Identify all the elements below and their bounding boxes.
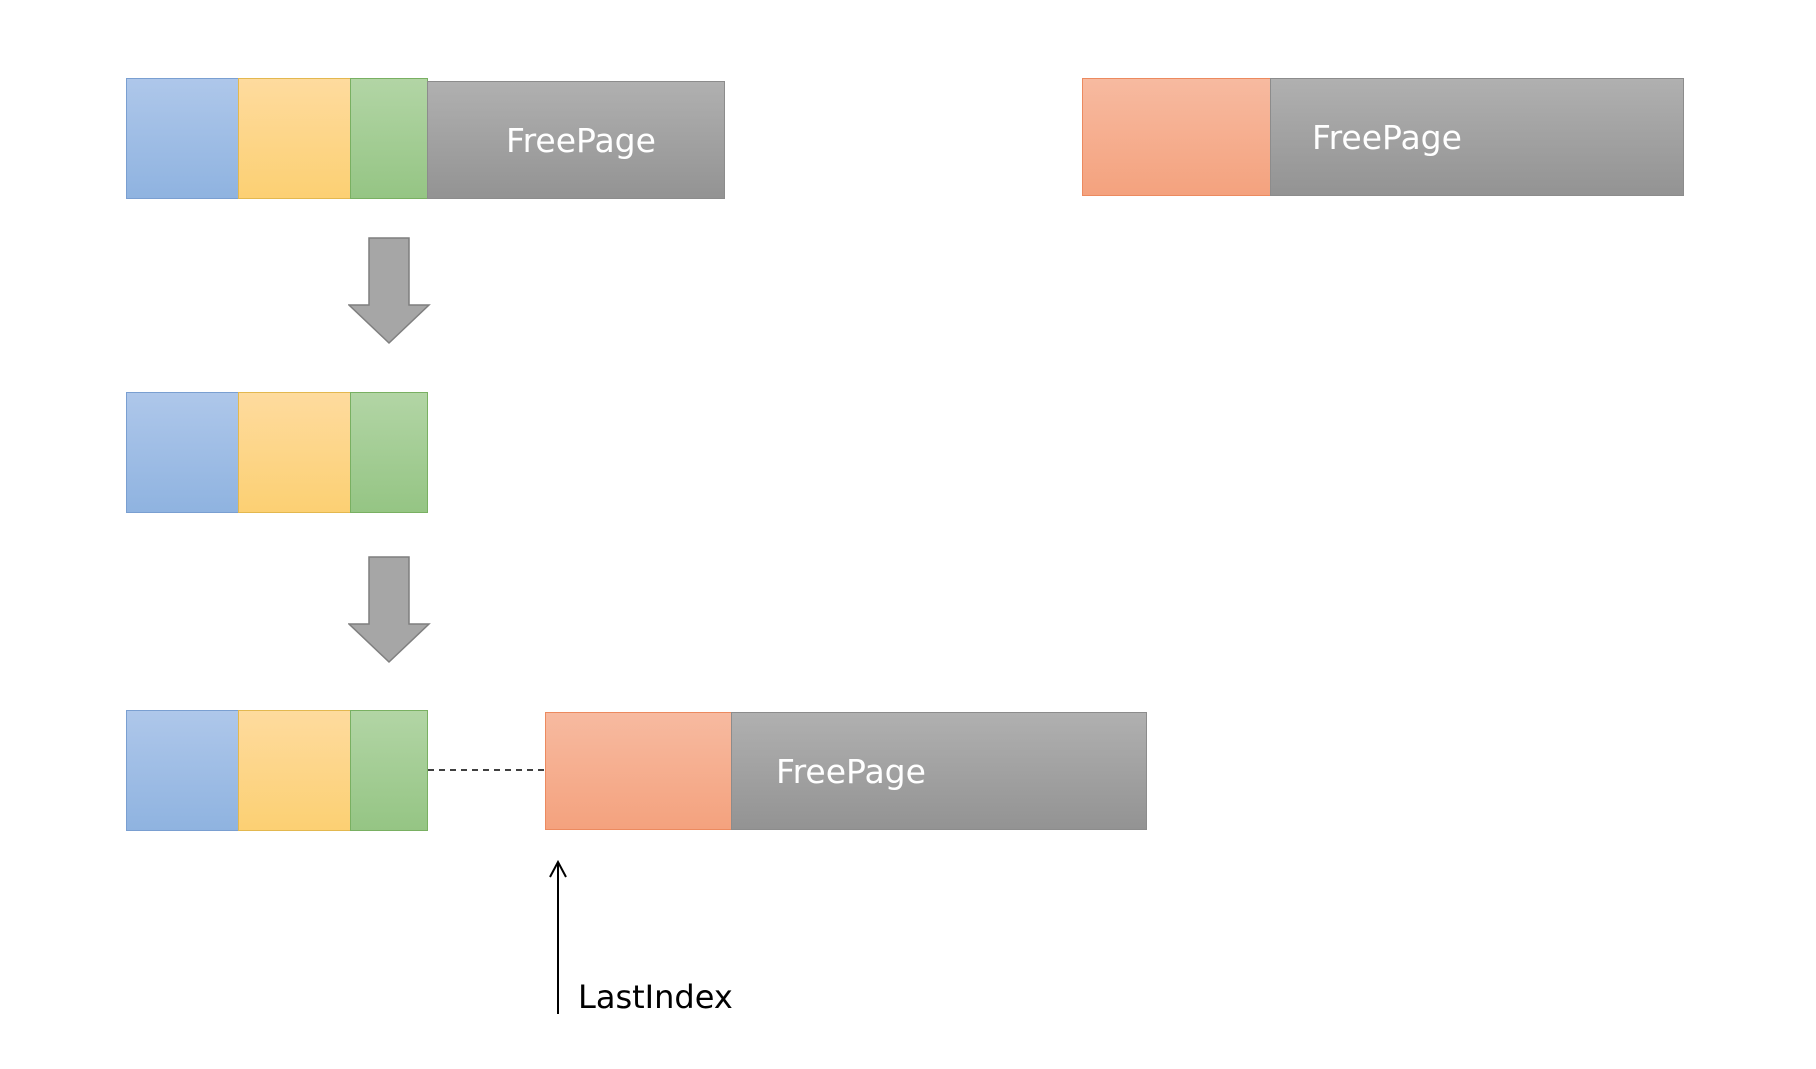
free-page-block xyxy=(731,712,1147,830)
down-arrow-icon xyxy=(348,237,431,345)
page-block-green xyxy=(350,392,428,513)
page-block-yellow xyxy=(238,710,351,831)
page-block-blue xyxy=(126,78,239,199)
up-arrow-icon xyxy=(549,859,567,1014)
page-block-orange xyxy=(545,712,732,830)
free-page-label: FreePage xyxy=(1312,118,1462,157)
page-block-green xyxy=(350,78,428,199)
free-page-label: FreePage xyxy=(776,752,926,791)
page-block-orange xyxy=(1082,78,1271,196)
free-page-block xyxy=(1270,78,1684,196)
free-page-block xyxy=(427,81,725,199)
free-page-label: FreePage xyxy=(506,121,656,160)
down-arrow-icon xyxy=(348,556,431,664)
page-block-green xyxy=(350,710,428,831)
page-block-blue xyxy=(126,710,239,831)
last-index-label: LastIndex xyxy=(578,978,733,1016)
page-block-yellow xyxy=(238,392,351,513)
page-block-blue xyxy=(126,392,239,513)
page-block-yellow xyxy=(238,78,351,199)
